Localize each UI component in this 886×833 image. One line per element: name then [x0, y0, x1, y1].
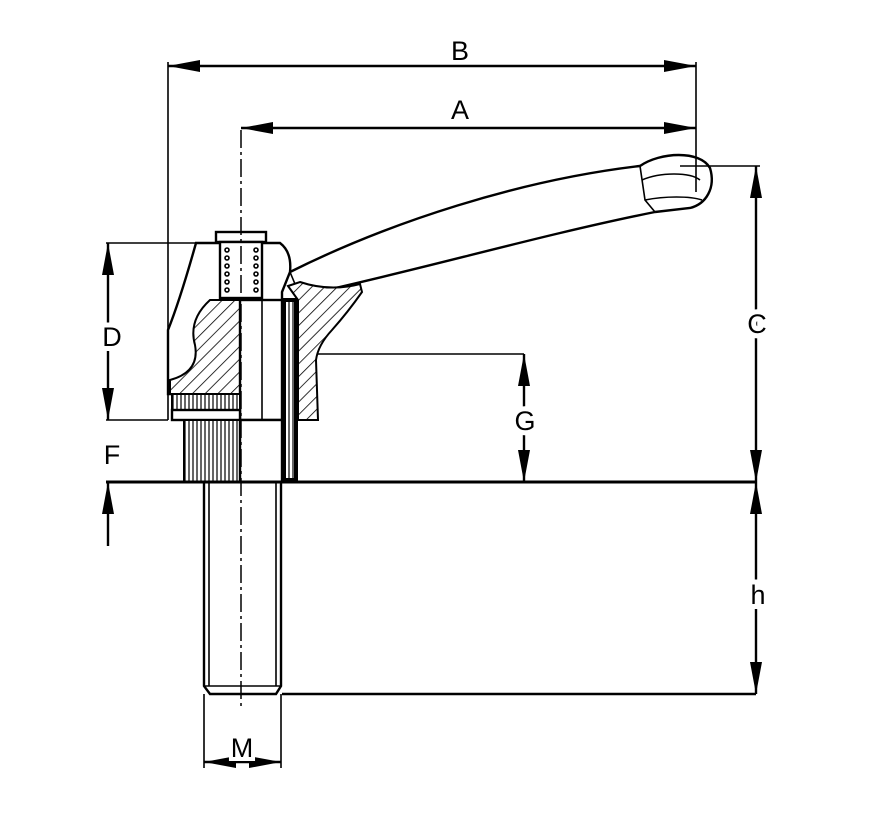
- knurled-ring: [171, 393, 241, 411]
- dimension-a: A: [241, 95, 696, 134]
- knurled-base: [183, 419, 241, 483]
- spring-coils: [224, 247, 259, 293]
- dimension-f: F: [102, 440, 120, 546]
- dimension-b: B: [168, 36, 696, 72]
- dimension-m: M: [204, 729, 281, 768]
- label-a: A: [451, 95, 469, 125]
- threaded-stud: [202, 482, 283, 696]
- label-g: G: [514, 406, 535, 436]
- dimension-c: C: [742, 166, 772, 482]
- dimension-h: h: [745, 482, 771, 694]
- label-b: B: [451, 36, 469, 66]
- label-d: D: [102, 322, 122, 352]
- label-h: h: [750, 580, 765, 610]
- label-m: M: [231, 733, 254, 763]
- bore: [238, 298, 284, 422]
- dimension-g: G: [509, 354, 541, 482]
- label-f: F: [104, 440, 121, 470]
- label-c: C: [747, 309, 767, 339]
- extension-lines: [106, 62, 760, 768]
- lever-arm: [289, 153, 713, 298]
- dimension-d: D: [97, 243, 127, 420]
- hub-body: [166, 230, 364, 484]
